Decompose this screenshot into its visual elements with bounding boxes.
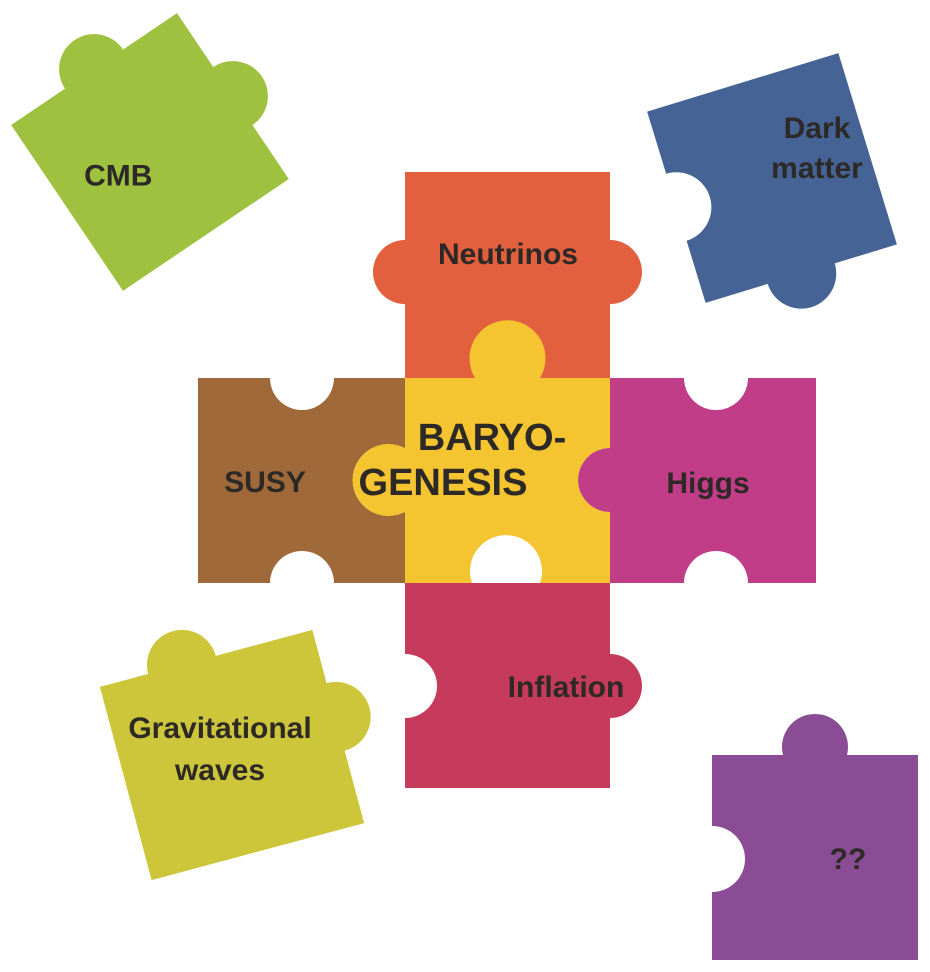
gravitational-waves-piece-shape — [99, 629, 371, 881]
dark-matter-piece: Dark matter — [647, 53, 897, 309]
gravitational-waves-label-line1: Gravitational — [128, 712, 311, 745]
higgs-label: Higgs — [666, 467, 749, 500]
neutrinos-label: Neutrinos — [438, 238, 578, 271]
higgs-piece: Higgs — [578, 378, 816, 583]
baryogenesis-label-line2: GENESIS — [359, 462, 528, 504]
baryogenesis-label-line1: BARYO- — [418, 417, 566, 459]
inflation-piece: Inflation — [405, 583, 642, 788]
neutrinos-piece-shape — [373, 172, 642, 378]
neutrinos-piece: Neutrinos — [373, 172, 642, 378]
cmb-label: CMB — [84, 159, 152, 192]
inflation-piece-shape — [405, 583, 642, 788]
unknown-piece: ?? — [712, 713, 918, 960]
unknown-piece-shape — [712, 713, 918, 960]
susy-piece-shape — [198, 378, 405, 583]
dark-matter-label-line1: Dark — [784, 112, 851, 145]
baryogenesis-piece-shape — [352, 320, 610, 583]
cmb-piece: CMB — [11, 13, 289, 291]
gravitational-waves-piece: Gravitational waves — [99, 629, 371, 881]
susy-label: SUSY — [224, 466, 306, 499]
gravitational-waves-label-line2: waves — [174, 754, 265, 787]
susy-piece: SUSY — [198, 378, 405, 583]
unknown-label: ?? — [830, 843, 867, 876]
baryogenesis-piece: BARYO- GENESIS — [352, 320, 610, 583]
inflation-label: Inflation — [508, 671, 625, 704]
cmb-piece-shape — [11, 13, 289, 291]
dark-matter-label-line2: matter — [771, 152, 863, 185]
dark-matter-piece-shape — [647, 53, 897, 309]
higgs-piece-shape — [578, 378, 816, 583]
